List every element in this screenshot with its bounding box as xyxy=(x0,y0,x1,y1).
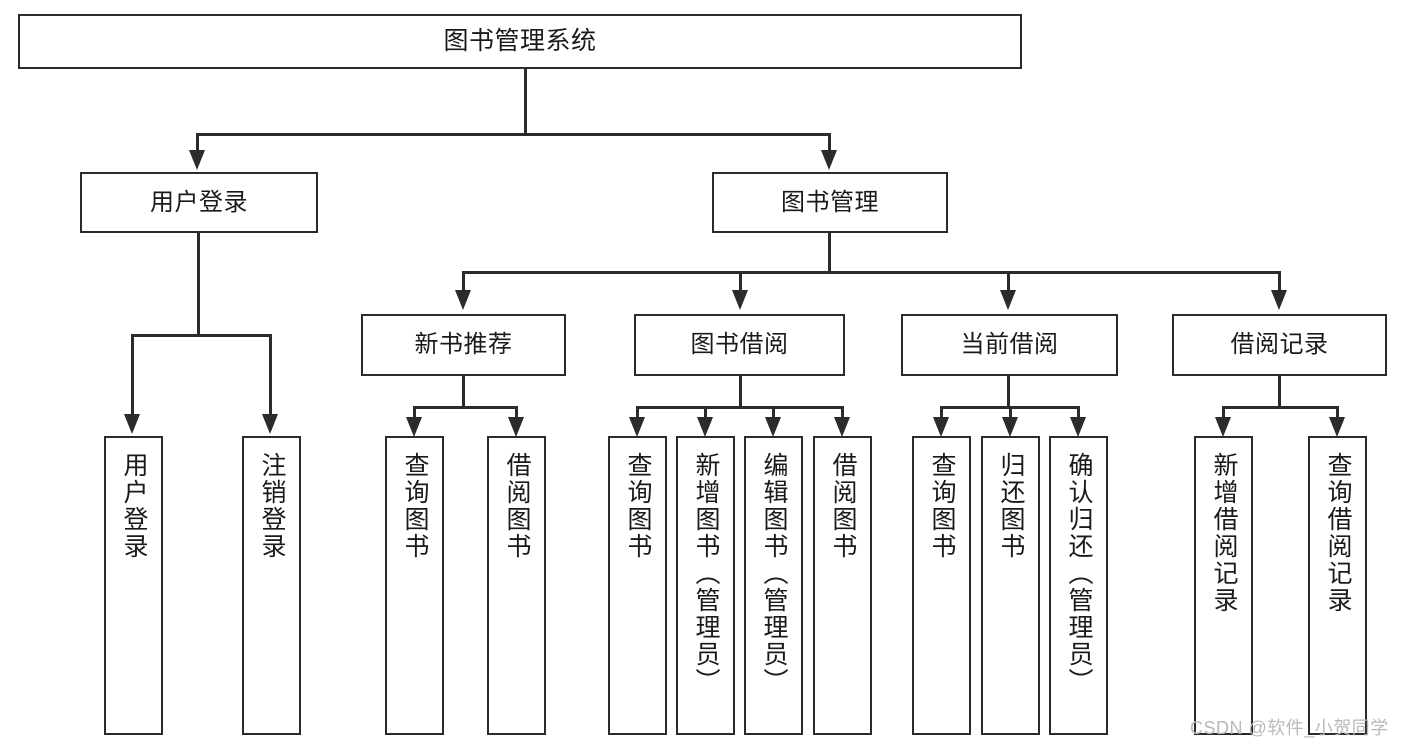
node-current-borrow[interactable]: 当前借阅 xyxy=(901,314,1118,376)
connector-user-login-stem xyxy=(197,233,200,336)
connector-level3-drop-3 xyxy=(1007,271,1010,293)
arrow-to-leaf-add-borrow-record xyxy=(1215,417,1231,437)
node-label: 图书管理 xyxy=(781,188,879,216)
node-leaf-query-book-3[interactable]: 查询图书 xyxy=(912,436,971,735)
node-new-book-recommend[interactable]: 新书推荐 xyxy=(361,314,566,376)
node-book-management[interactable]: 图书管理 xyxy=(712,172,948,233)
connector-nbr-drop-2 xyxy=(515,406,518,420)
arrow-to-leaf-edit-book-admin xyxy=(765,417,781,437)
node-label: 用户登录 xyxy=(120,452,148,560)
connector-br-drop-1 xyxy=(1222,406,1225,420)
arrow-to-current-borrow xyxy=(1000,290,1016,310)
node-label: 归还图书 xyxy=(997,452,1025,560)
connector-user-login-bus xyxy=(131,334,272,337)
arrow-to-leaf-query-borrow-record xyxy=(1329,417,1345,437)
node-user-login[interactable]: 用户登录 xyxy=(80,172,318,233)
connector-nbr-drop-1 xyxy=(413,406,416,420)
node-label: 借阅记录 xyxy=(1230,331,1329,359)
node-borrow-record[interactable]: 借阅记录 xyxy=(1172,314,1387,376)
node-book-borrow[interactable]: 图书借阅 xyxy=(634,314,845,376)
arrow-to-leaf-confirm-return-admin xyxy=(1070,417,1086,437)
connector-level3-drop-4 xyxy=(1278,271,1281,293)
arrow-to-leaf-user-login xyxy=(124,414,140,434)
arrow-to-leaf-query-book-3 xyxy=(933,417,949,437)
node-leaf-edit-book-admin[interactable]: 编辑图书（管理员） xyxy=(744,436,803,735)
connector-root-left-drop xyxy=(196,133,199,155)
node-leaf-confirm-return-admin[interactable]: 确认归还（管理员） xyxy=(1049,436,1108,735)
arrow-to-leaf-query-book-1 xyxy=(406,417,422,437)
connector-bb-drop-2 xyxy=(704,406,707,420)
node-label: 新书推荐 xyxy=(414,331,513,359)
connector-new-book-recommend-bus xyxy=(413,406,518,409)
node-label: 图书管理系统 xyxy=(443,27,597,56)
connector-user-login-drop-2 xyxy=(269,334,272,416)
arrow-to-book-borrow xyxy=(732,290,748,310)
arrow-to-book-management xyxy=(821,150,837,170)
node-leaf-user-login[interactable]: 用户登录 xyxy=(104,436,163,735)
connector-new-book-recommend-stem xyxy=(462,376,465,408)
arrow-to-leaf-return-book xyxy=(1002,417,1018,437)
node-label: 当前借阅 xyxy=(960,331,1059,359)
connector-root-bus xyxy=(196,133,831,136)
node-label: 编辑图书（管理员） xyxy=(760,452,788,695)
node-label: 查询图书 xyxy=(928,452,956,560)
arrow-to-user-login xyxy=(189,150,205,170)
connector-user-login-drop-1 xyxy=(131,334,134,416)
csdn-watermark: CSDN @软件_小贺同学 xyxy=(1190,718,1389,738)
node-leaf-add-borrow-record[interactable]: 新增借阅记录 xyxy=(1194,436,1253,735)
connector-br-drop-2 xyxy=(1336,406,1339,420)
connector-bb-drop-3 xyxy=(772,406,775,420)
node-leaf-borrow-book-1[interactable]: 借阅图书 xyxy=(487,436,546,735)
node-label: 图书借阅 xyxy=(690,331,789,359)
connector-cb-drop-1 xyxy=(940,406,943,420)
node-label: 用户登录 xyxy=(150,188,248,216)
node-label: 查询图书 xyxy=(401,452,429,560)
node-book-management-system[interactable]: 图书管理系统 xyxy=(18,14,1022,69)
connector-level3-bus xyxy=(462,271,1281,274)
node-leaf-query-book-2[interactable]: 查询图书 xyxy=(608,436,667,735)
node-leaf-borrow-book-2[interactable]: 借阅图书 xyxy=(813,436,872,735)
node-label: 注销登录 xyxy=(258,452,286,560)
arrow-to-leaf-borrow-book-1 xyxy=(508,417,524,437)
node-leaf-query-borrow-record[interactable]: 查询借阅记录 xyxy=(1308,436,1367,735)
arrow-to-leaf-add-book-admin xyxy=(697,417,713,437)
node-leaf-return-book[interactable]: 归还图书 xyxy=(981,436,1040,735)
connector-cb-drop-2 xyxy=(1009,406,1012,420)
connector-current-borrow-stem xyxy=(1007,376,1010,408)
arrow-to-leaf-query-book-2 xyxy=(629,417,645,437)
node-label: 借阅图书 xyxy=(503,452,531,560)
connector-book-management-stem xyxy=(828,233,831,273)
arrow-to-new-book-recommend xyxy=(455,290,471,310)
node-leaf-add-book-admin[interactable]: 新增图书（管理员） xyxy=(676,436,735,735)
connector-book-borrow-bus xyxy=(636,406,843,409)
arrow-to-leaf-logout-login xyxy=(262,414,278,434)
node-label: 查询图书 xyxy=(624,452,652,560)
connector-cb-drop-3 xyxy=(1077,406,1080,420)
arrow-to-leaf-borrow-book-2 xyxy=(834,417,850,437)
connector-bb-drop-4 xyxy=(841,406,844,420)
arrow-to-borrow-record xyxy=(1271,290,1287,310)
connector-level3-drop-1 xyxy=(462,271,465,293)
connector-root-right-drop xyxy=(828,133,831,155)
node-label: 借阅图书 xyxy=(829,452,857,560)
connector-book-borrow-stem xyxy=(739,376,742,408)
connector-borrow-record-stem xyxy=(1278,376,1281,408)
connector-bb-drop-1 xyxy=(636,406,639,420)
node-label: 新增图书（管理员） xyxy=(692,452,720,695)
connector-root-stem xyxy=(524,69,527,135)
node-label: 确认归还（管理员） xyxy=(1065,452,1093,695)
connector-borrow-record-bus xyxy=(1222,406,1339,409)
node-label: 查询借阅记录 xyxy=(1324,452,1352,614)
node-leaf-query-book-1[interactable]: 查询图书 xyxy=(385,436,444,735)
node-label: 新增借阅记录 xyxy=(1210,452,1238,614)
node-leaf-logout-login[interactable]: 注销登录 xyxy=(242,436,301,735)
connector-level3-drop-2 xyxy=(739,271,742,293)
